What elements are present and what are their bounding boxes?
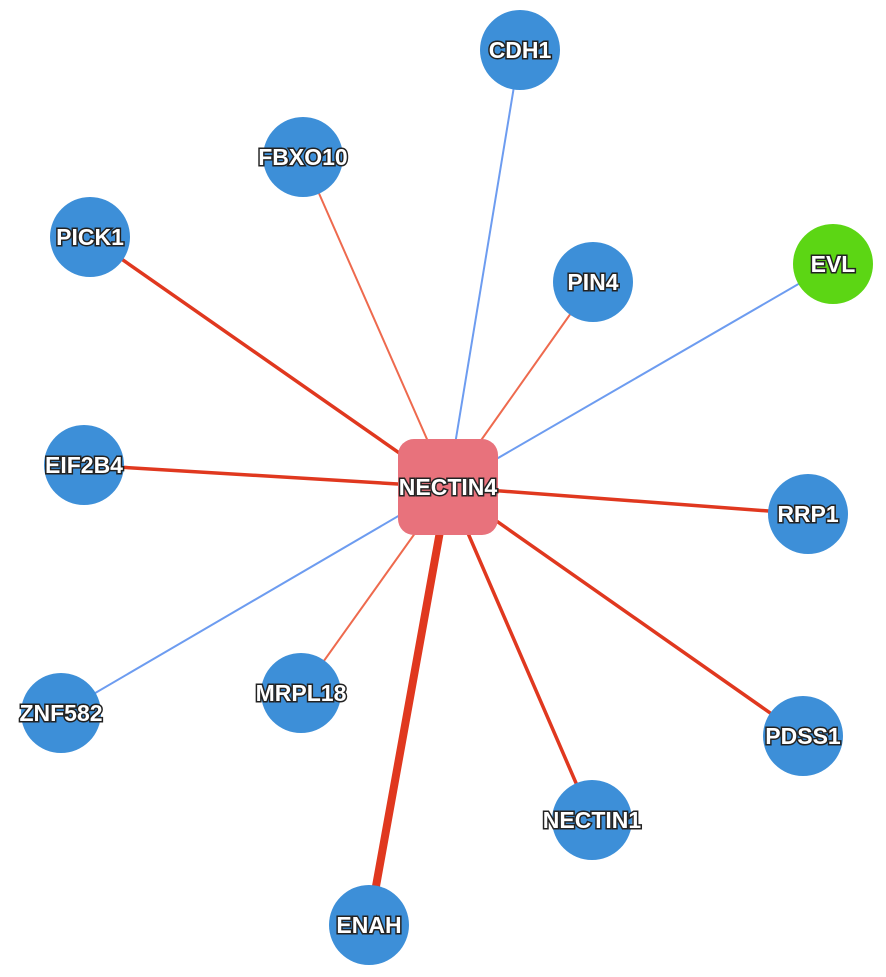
hub-node-group: NECTIN4 (397, 439, 499, 535)
edge-evl (447, 263, 834, 488)
node-pick1[interactable]: PICK1 (50, 197, 130, 277)
node-label: EVL (811, 251, 856, 277)
edge-pick1 (88, 235, 450, 489)
node-label: MRPL18 (256, 680, 347, 706)
node-label: NECTIN1 (543, 807, 642, 833)
node-label: CDH1 (489, 37, 552, 63)
node-label: RRP1 (777, 501, 839, 527)
node-circle[interactable] (263, 117, 343, 197)
node-circle[interactable] (50, 197, 130, 277)
edge-znf582 (60, 486, 449, 714)
node-circle[interactable] (480, 10, 560, 90)
edge-nectin1 (446, 485, 594, 822)
node-fbxo10[interactable]: FBXO10 (257, 117, 349, 197)
edge-enah (365, 483, 452, 929)
node-label: ENAH (336, 912, 401, 938)
node-cdh1[interactable]: CDH1 (480, 10, 560, 90)
node-pin4[interactable]: PIN4 (553, 242, 633, 322)
node-rrp1[interactable]: RRP1 (768, 474, 848, 554)
node-circle[interactable] (553, 242, 633, 322)
node-circle[interactable] (763, 696, 843, 776)
node-label: PIN4 (567, 269, 618, 295)
node-circle[interactable] (44, 425, 124, 505)
edge-rrp1 (446, 485, 810, 516)
edges-layer (60, 49, 834, 929)
node-circle[interactable] (768, 474, 848, 554)
edge-cdh1 (447, 49, 521, 488)
node-label: EIF2B4 (45, 452, 123, 478)
edge-fbxo10 (302, 156, 449, 488)
hub-node-nectin4[interactable] (398, 439, 498, 535)
node-circle[interactable] (329, 885, 409, 965)
node-nectin1[interactable]: NECTIN1 (541, 780, 643, 860)
node-enah[interactable]: ENAH (329, 885, 409, 965)
node-circle[interactable] (552, 780, 632, 860)
node-pdss1[interactable]: PDSS1 (763, 696, 843, 776)
node-znf582[interactable]: ZNF582 (18, 673, 104, 753)
node-circle[interactable] (793, 224, 873, 304)
node-eif2b4[interactable]: EIF2B4 (44, 425, 125, 505)
node-label: PDSS1 (765, 723, 841, 749)
node-mrpl18[interactable]: MRPL18 (254, 653, 348, 733)
node-circle[interactable] (21, 673, 101, 753)
node-label: FBXO10 (258, 144, 347, 170)
node-label: PICK1 (56, 224, 124, 250)
node-evl[interactable]: EVL (793, 224, 873, 304)
edge-eif2b4 (82, 463, 450, 489)
node-circle[interactable] (261, 653, 341, 733)
edge-pdss1 (446, 485, 805, 738)
node-label: ZNF582 (19, 700, 102, 726)
hub-node-label: NECTIN4 (399, 474, 498, 500)
